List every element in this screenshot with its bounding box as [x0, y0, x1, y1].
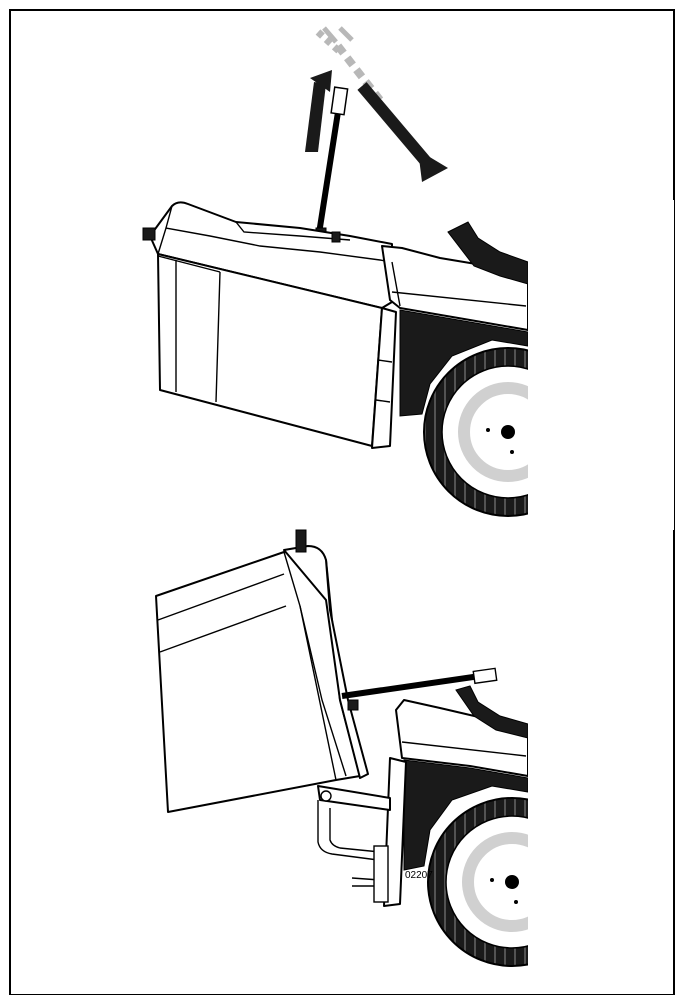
panel-bottom	[155, 529, 672, 993]
figure-code: 02207	[405, 870, 433, 881]
arrow-down-right-icon	[357, 82, 448, 182]
panel-top	[142, 26, 674, 530]
ghost-handle-position	[315, 26, 384, 103]
arrow-up-icon	[305, 70, 332, 152]
grass-collector-top	[142, 201, 393, 447]
grass-collector-tipped	[155, 529, 369, 813]
collector-handle-lowered	[341, 667, 498, 711]
